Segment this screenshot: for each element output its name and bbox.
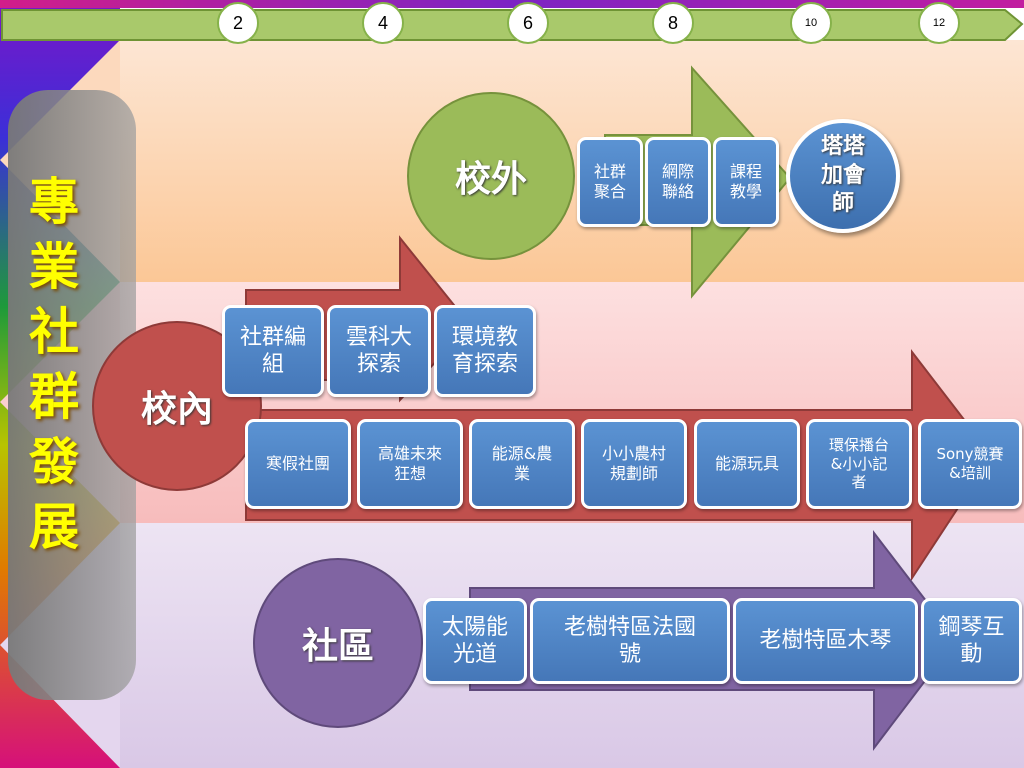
community-item: 老樹特區木琴 <box>733 598 918 684</box>
inside-bottom-item: 環保播台 &小小記 者 <box>806 419 912 509</box>
timeline-tick: 2 <box>217 2 259 44</box>
outside-item: 社群 聚合 <box>577 137 643 227</box>
timeline-tick: 6 <box>507 2 549 44</box>
side-title-char: 群 <box>29 368 79 426</box>
inside-bottom-item: Sony競賽 &培訓 <box>918 419 1022 509</box>
inside-bottom-item: 寒假社團 <box>245 419 351 509</box>
community-item: 太陽能 光道 <box>423 598 527 684</box>
side-title: 專 業 社 群 發 展 <box>18 170 90 560</box>
inside-top-item: 環境教 育探索 <box>434 305 536 397</box>
inside-top-item: 社群編 組 <box>222 305 324 397</box>
community-circle: 社區 <box>253 558 423 728</box>
inside-bottom-item: 能源玩具 <box>694 419 800 509</box>
top-color-strip <box>0 0 1024 8</box>
inside-bottom-item: 能源&農 業 <box>469 419 575 509</box>
outside-highlight: 塔塔 加會 師 <box>786 119 900 233</box>
side-title-char: 業 <box>29 238 79 296</box>
side-title-char: 發 <box>29 433 79 491</box>
community-item: 鋼琴互 動 <box>921 598 1022 684</box>
timeline-tick: 10 <box>790 2 832 44</box>
community-item: 老樹特區法國 號 <box>530 598 730 684</box>
inside-bottom-item: 小小農村 規劃師 <box>581 419 687 509</box>
inside-top-item: 雲科大 探索 <box>327 305 431 397</box>
inside-bottom-item: 高雄未來 狂想 <box>357 419 463 509</box>
outside-item: 課程 教學 <box>713 137 779 227</box>
side-title-char: 社 <box>29 303 79 361</box>
outside-item: 網際 聯絡 <box>645 137 711 227</box>
timeline-tick: 12 <box>918 2 960 44</box>
side-title-char: 展 <box>29 498 79 556</box>
timeline-tick: 8 <box>652 2 694 44</box>
timeline-tick: 4 <box>362 2 404 44</box>
side-title-char: 專 <box>29 173 79 231</box>
outside-circle: 校外 <box>407 92 575 260</box>
